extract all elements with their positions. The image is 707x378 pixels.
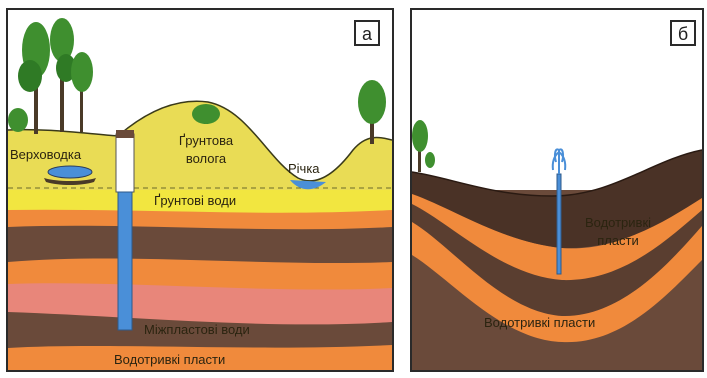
dark-layer-mid [8, 224, 392, 263]
well-casing [116, 134, 134, 192]
label-aquicludes-b-upper-1: Водотривкі [568, 216, 668, 230]
label-river: Річка [288, 162, 320, 176]
label-soil-moisture-1: Ґрунтова [166, 134, 246, 148]
label-soil-moisture-2: волога [166, 152, 246, 166]
label-interstratal-water: Міжпластові води [144, 323, 250, 337]
artesian-well [557, 174, 561, 274]
bush-left [8, 108, 28, 132]
cross-section-a [8, 10, 392, 370]
well-head [116, 130, 134, 138]
label-aquicludes-a: Водотривкі пласти [114, 353, 225, 367]
perched-water-lens [48, 166, 92, 178]
well-water [118, 192, 132, 330]
label-perched-water: Верховодка [10, 148, 81, 162]
panel-b-letter: б [670, 20, 696, 46]
label-aquicludes-b-lower: Водотривкі пласти [484, 316, 595, 330]
tree-hill [192, 104, 220, 124]
panel-a: а Верховодка Ґрунтова волога Річка Ґрунт… [6, 8, 394, 372]
panel-b: б Водотривкі пласти Водотривкі пласти [410, 8, 704, 372]
panel-a-letter: а [354, 20, 380, 46]
label-aquicludes-b-upper-2: пласти [568, 234, 668, 248]
label-groundwater: Ґрунтові води [154, 194, 236, 208]
